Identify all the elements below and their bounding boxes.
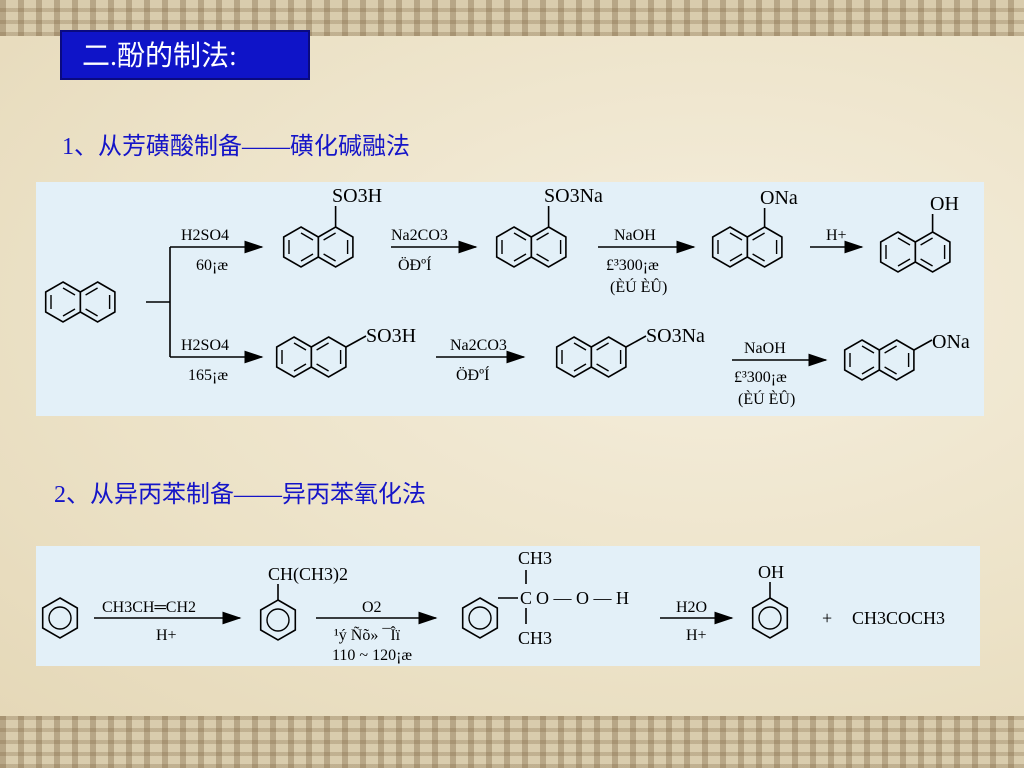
upper-product-2-label: SO3Na (544, 185, 603, 207)
naphthalene-1-sulfonic-acid-structure (282, 226, 354, 268)
benzene-structure (41, 597, 79, 639)
cumene-reagent-3: H2O (676, 599, 707, 616)
acetone-label: CH3COCH3 (852, 608, 945, 628)
sulfonation-scheme: H2SO4 60¡æ SO3H Na2CO3 ÖÐºÍ SO3Na NaOH £… (44, 185, 970, 408)
lower-reagent-3: NaOH (744, 340, 786, 357)
plus-sign: + (822, 608, 832, 628)
lower-product-1-label: SO3H (366, 325, 416, 347)
sodium-naphthoxide-1-structure (711, 226, 783, 268)
cumene-condition-2b: 110 ~ 120¡æ (332, 647, 412, 664)
lower-product-3-label: ONa (932, 331, 970, 353)
cumene-reagent-1: CH3CH═CH2 (102, 599, 196, 616)
section2-heading: 2、从异丙苯制备——异丙苯氧化法 (54, 482, 426, 508)
cumene-condition-1: H+ (156, 627, 177, 644)
cumene-condition-2a: ¹ý Ñõ» ¯Îï (334, 625, 401, 644)
lower-condition-3a: £³300¡æ (734, 369, 787, 386)
upper-reagent-2: Na2CO3 (391, 227, 448, 244)
lower-reagent-2: Na2CO3 (450, 337, 507, 354)
cumene-reagent-2: O2 (362, 599, 382, 616)
cumene-condition-3: H+ (686, 627, 707, 644)
hydroperoxide-top-methyl: CH3 (518, 548, 552, 568)
reaction-panel-cumene: CH3CH═CH2 H+ CH(CH3)2 O2 ¹ý Ñõ» ¯Îï 110 … (36, 546, 980, 666)
naphthalene-2-sulfonic-acid-structure (275, 336, 347, 378)
upper-reagent-4: H+ (826, 227, 847, 244)
cumene-hydroperoxide-ring-structure (461, 597, 499, 639)
upper-reagent-1: H2SO4 (181, 227, 229, 244)
upper-condition-1: 60¡æ (196, 257, 228, 274)
phenol-label: OH (758, 562, 784, 582)
hydroperoxide-chain: O — O — H (536, 588, 629, 608)
upper-condition-3a: £³300¡æ (606, 257, 659, 274)
decorative-bottom-border (0, 716, 1024, 768)
cumene-structure (259, 599, 297, 641)
1-naphthol-structure (879, 231, 951, 273)
upper-reagent-3: NaOH (614, 227, 656, 244)
upper-condition-3b: (ÈÚ ÈÛ) (610, 277, 667, 296)
naphthalene-start-structure (44, 281, 116, 323)
lower-condition-2: ÖÐºÍ (456, 365, 489, 384)
section1-heading: 1、从芳磺酸制备——磺化碱融法 (62, 134, 410, 160)
lower-reagent-1: H2SO4 (181, 337, 229, 354)
lower-condition-1: 165¡æ (188, 367, 228, 384)
sodium-naphthoxide-2-structure (843, 339, 915, 381)
cumene-scheme: CH3CH═CH2 H+ CH(CH3)2 O2 ¹ý Ñõ» ¯Îï 110 … (41, 548, 945, 664)
phenol-structure (751, 597, 789, 639)
hydroperoxide-bottom-methyl: CH3 (518, 628, 552, 648)
upper-product-3-label: ONa (760, 187, 798, 209)
hydroperoxide-center-carbon: C (520, 588, 532, 608)
reaction-panel-sulfonation: H2SO4 60¡æ SO3H Na2CO3 ÖÐºÍ SO3Na NaOH £… (36, 182, 984, 416)
sodium-naphthalene-2-sulfonate-structure (555, 336, 627, 378)
cumene-label: CH(CH3)2 (268, 564, 348, 585)
upper-condition-2: ÖÐºÍ (398, 255, 431, 274)
upper-product-1-label: SO3H (332, 185, 382, 207)
upper-product-4-label: OH (930, 193, 959, 215)
lower-product-2-label: SO3Na (646, 325, 705, 347)
sodium-naphthalene-1-sulfonate-structure (495, 226, 567, 268)
lower-condition-3b: (ÈÚ ÈÛ) (738, 389, 795, 408)
slide-title: 二.酚的制法: (60, 30, 310, 80)
